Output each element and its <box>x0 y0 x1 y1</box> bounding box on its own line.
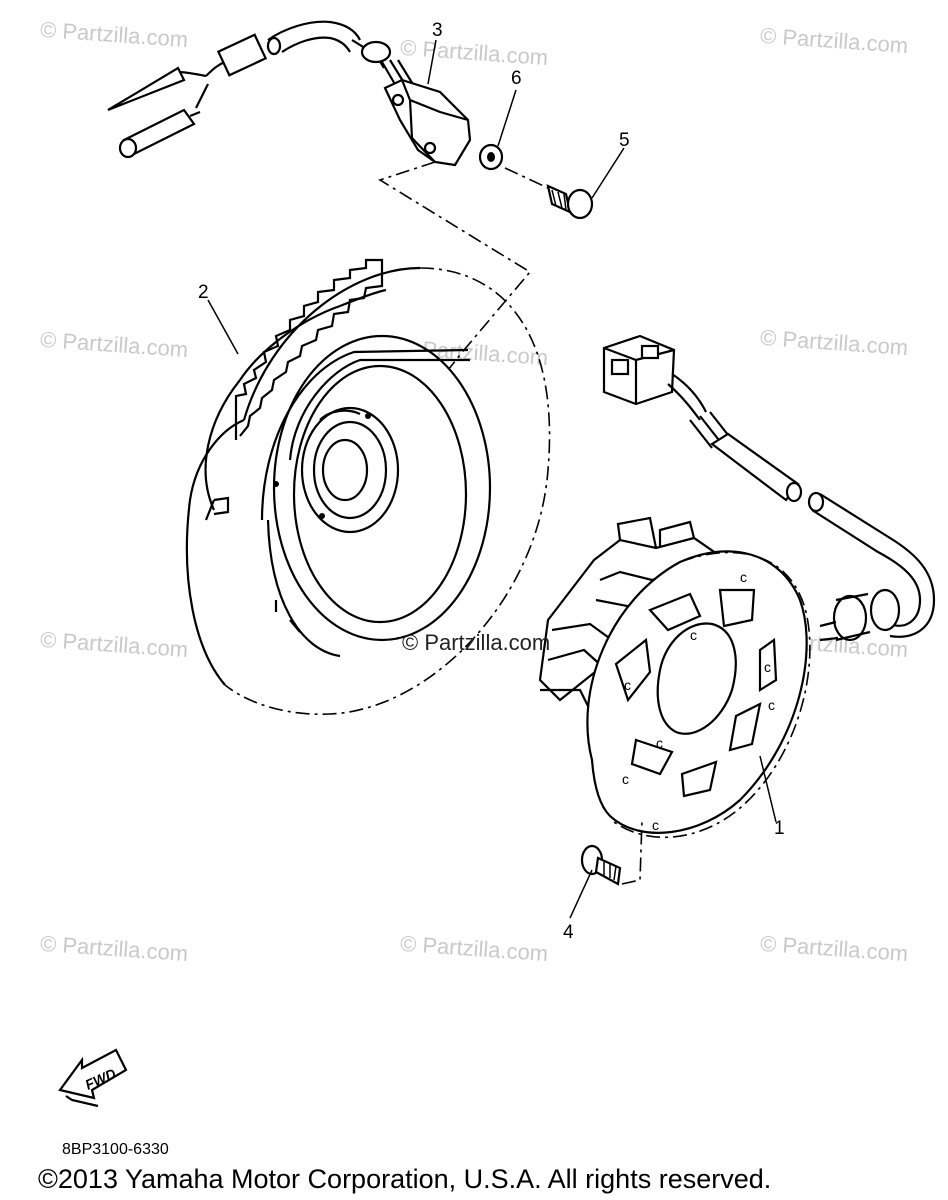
screw-part-5 <box>546 184 594 220</box>
screw-part-4 <box>580 844 622 886</box>
pickup-coil-assembly <box>107 20 472 167</box>
callout-1: 1 <box>774 818 785 839</box>
svg-text:c: c <box>652 817 659 833</box>
forward-direction-arrow: FWD <box>58 1048 128 1108</box>
diagram-code: 8BP3100-6330 <box>62 1141 169 1158</box>
copyright-notice: ©2013 Yamaha Motor Corporation, U.S.A. A… <box>38 1164 772 1194</box>
svg-text:c: c <box>624 677 631 693</box>
stator-assembly-part-1: c c c c c c c c <box>538 334 936 838</box>
svg-text:c: c <box>764 659 771 675</box>
callout-5: 5 <box>619 130 630 151</box>
watermark-center: © Partzilla.com <box>402 630 551 655</box>
flywheel-rotor-part-2 <box>185 258 551 716</box>
callout-4: 4 <box>563 922 574 943</box>
washer-part-6 <box>478 143 504 171</box>
svg-text:c: c <box>690 627 697 643</box>
callout-6: 6 <box>511 68 522 89</box>
callout-3: 3 <box>432 20 443 41</box>
callout-2: 2 <box>198 282 209 303</box>
svg-text:c: c <box>768 697 775 713</box>
svg-text:c: c <box>622 771 629 787</box>
svg-text:c: c <box>740 569 747 585</box>
svg-text:c: c <box>656 735 663 751</box>
